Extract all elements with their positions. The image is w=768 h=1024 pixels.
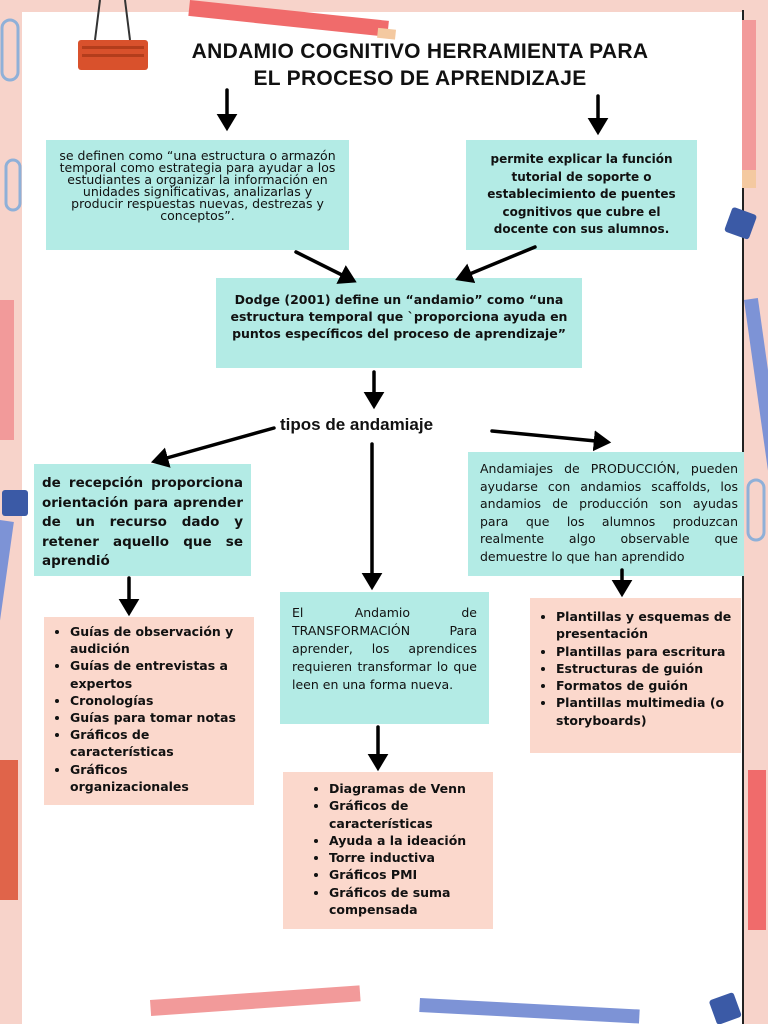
arrow-right-to-definition [455,245,537,284]
list-item: Plantillas y esquemas de presentación [556,608,737,643]
recepcion-text: de recepción proporciona orientación par… [42,475,243,569]
tutorial-top-right-text: permite explicar la función tutorial de … [487,152,676,236]
produccion-tools-list: Plantillas y esquemas de presentación Pl… [534,608,737,729]
recepcion-tools-list: Guías de observación y audición Guías de… [48,623,248,795]
list-item: Guías para tomar notas [70,709,248,726]
list-item: Gráficos organizacionales [70,761,248,795]
list-item: Cronologías [70,692,248,709]
transformacion-tools-list: Diagramas de Venn Gráficos de caracterís… [307,780,487,918]
pencil-bottom-icon [150,985,640,1024]
list-item: Gráficos de características [329,797,487,832]
binder-clip-side-icon [2,207,757,1024]
list-item: Formatos de guión [556,677,737,694]
pencil-top-icon [188,0,397,40]
list-item: Estructuras de guión [556,660,737,677]
tutorial-top-right-box: permite explicar la función tutorial de … [466,140,697,250]
recepcion-box: de recepción proporciona orientación par… [34,464,251,576]
page-title: ANDAMIO COGNITIVO HERRAMIENTA PARA EL PR… [150,38,690,92]
title-line-1: ANDAMIO COGNITIVO HERRAMIENTA PARA [191,40,649,63]
arrow-tipos-to-recepcion [150,426,276,468]
definition-top-left-box: se definen como “una estructura o armazó… [46,140,349,250]
produccion-box: Andamiajes de PRODUCCIÓN, pueden ayudars… [468,452,744,576]
list-item: Plantillas multimedia (o storyboards) [556,694,737,729]
list-item: Gráficos de suma compensada [329,884,487,919]
title-line-2: EL PROCESO DE APRENDIZAJE [253,67,587,90]
produccion-tools-box: Plantillas y esquemas de presentación Pl… [530,598,741,753]
pencil-right-icon [742,20,766,930]
binder-clip-title-icon [78,0,148,70]
paper-clip-icon [0,18,766,542]
transformacion-box: El Andamio de TRANSFORMACIÓN Para aprend… [280,592,489,724]
tipos-label: tipos de andamiaje [280,415,434,434]
pencil-left-icon [0,300,18,900]
arrow-left-to-definition [294,250,357,284]
list-item: Ayuda a la ideación [329,832,487,849]
definition-top-left-text: se definen como “una estructura o armazó… [59,148,336,223]
transformacion-tools-box: Diagramas de Venn Gráficos de caracterís… [283,772,493,929]
list-item: Gráficos PMI [329,866,487,883]
list-item: Gráficos de características [70,726,248,760]
transformacion-text: El Andamio de TRANSFORMACIÓN Para aprend… [292,605,477,692]
dodge-definition-box: Dodge (2001) define un “andamio” como “u… [216,278,582,368]
recepcion-tools-box: Guías de observación y audición Guías de… [44,617,254,805]
dodge-definition-text: Dodge (2001) define un “andamio” como “u… [230,292,568,341]
list-item: Guías de observación y audición [70,623,248,657]
arrow-tipos-to-produccion [490,429,612,452]
list-item: Plantillas para escritura [556,643,737,660]
pen-right-icon [744,298,768,479]
list-item: Torre inductiva [329,849,487,866]
list-item: Guías de entrevistas a expertos [70,657,248,691]
list-item: Diagramas de Venn [329,780,487,797]
produccion-text: Andamiajes de PRODUCCIÓN, pueden ayudars… [480,461,738,564]
